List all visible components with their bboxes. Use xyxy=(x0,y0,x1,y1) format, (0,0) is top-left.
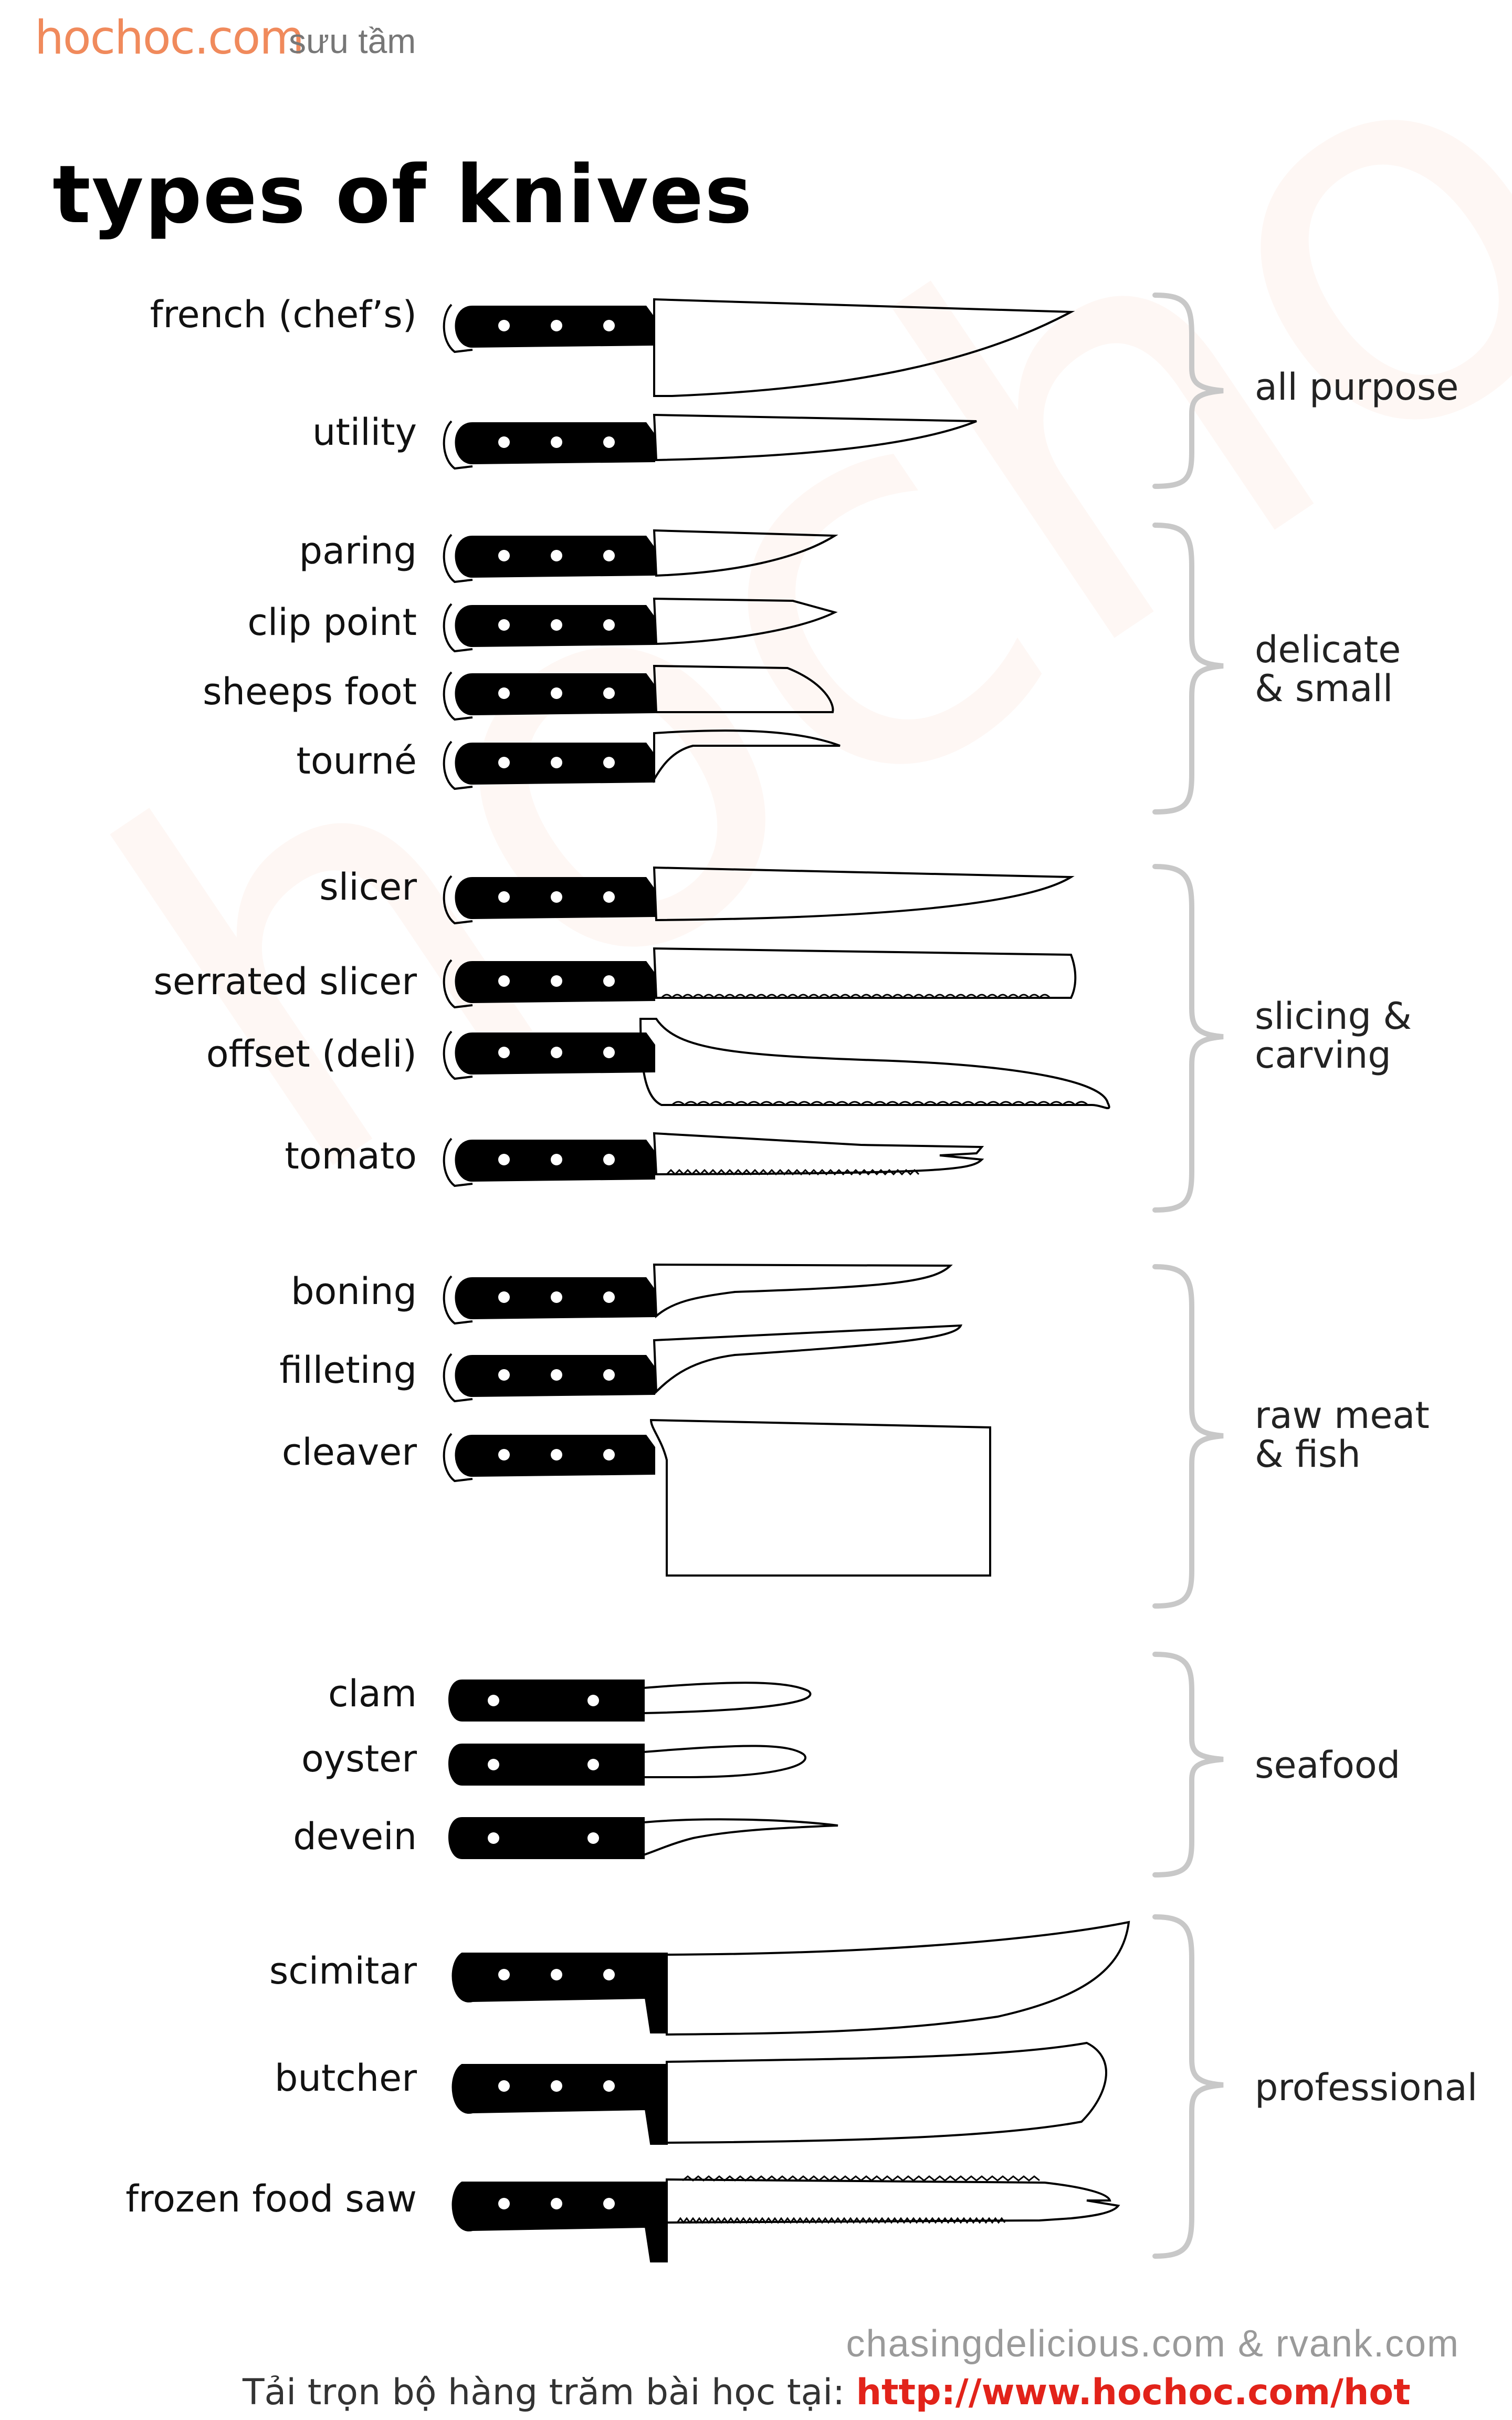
knife-handle xyxy=(443,1353,655,1403)
knife-icon xyxy=(666,2175,1120,2224)
footer-text: Tải trọn bộ hàng trăm bài học tại: http:… xyxy=(243,2372,1411,2413)
knife-handle xyxy=(443,1030,655,1080)
knife-handle xyxy=(443,671,655,721)
knife-handle xyxy=(448,1817,645,1859)
knife-label: utility xyxy=(312,411,417,454)
knife-handle xyxy=(443,875,655,925)
knife-label: serrated slicer xyxy=(153,960,417,1003)
category-label: professional xyxy=(1255,2066,1478,2109)
brace-icon xyxy=(1152,1264,1224,1609)
knife-label: devein xyxy=(293,1815,417,1858)
knife-label: butcher xyxy=(275,2057,417,2100)
knife-icon xyxy=(653,1263,953,1319)
knife-handle xyxy=(443,1138,655,1187)
knife-handle xyxy=(452,2182,668,2262)
knife-label: frozen food saw xyxy=(125,2177,417,2220)
brace-icon xyxy=(1152,293,1224,489)
knife-label: sheeps foot xyxy=(203,670,417,713)
knife-icon xyxy=(666,1921,1130,2036)
knife-icon xyxy=(643,1682,812,1715)
category-label: slicing & carving xyxy=(1255,995,1412,1077)
knife-icon xyxy=(653,597,838,645)
knife-label: offset (deli) xyxy=(206,1032,417,1076)
knife-handle xyxy=(443,304,655,353)
category-label: all purpose xyxy=(1255,366,1459,409)
knife-label: boning xyxy=(291,1270,417,1313)
knife-label: tomato xyxy=(285,1134,417,1177)
knife-label: tourné xyxy=(296,739,417,783)
credit-text: chasingdelicious.com & rvank.com xyxy=(846,2323,1460,2365)
knife-icon xyxy=(653,866,1075,922)
knife-label: clip point xyxy=(247,601,417,644)
category-label: delicate & small xyxy=(1255,628,1401,710)
knife-icon xyxy=(653,729,841,784)
knife-icon xyxy=(653,947,1077,999)
knife-handle xyxy=(452,1953,668,2033)
knife-handle xyxy=(452,2064,668,2145)
knife-label: cleaver xyxy=(281,1431,417,1474)
footer-link[interactable]: http://www.hochoc.com/hot xyxy=(856,2372,1411,2413)
knife-label: filleting xyxy=(279,1349,417,1392)
knife-label: scimitar xyxy=(269,1949,417,1993)
knife-label: paring xyxy=(299,529,417,572)
knife-icon xyxy=(649,1418,991,1577)
page-title: types of knives xyxy=(52,148,753,241)
category-label: raw meat & fish xyxy=(1255,1394,1430,1476)
brace-icon xyxy=(1152,1914,1224,2259)
knife-icon xyxy=(643,1745,807,1778)
knife-icon xyxy=(653,413,977,462)
knife-handle xyxy=(443,1275,655,1325)
category-label: seafood xyxy=(1255,1744,1401,1787)
footer-label: Tải trọn bộ hàng trăm bài học tại: xyxy=(243,2372,856,2413)
knife-label: slicer xyxy=(319,865,417,909)
brand-logo[interactable]: hochoc.com xyxy=(35,11,304,65)
knife-icon xyxy=(653,529,838,577)
knife-handle xyxy=(443,534,655,583)
brace-icon xyxy=(1152,1652,1224,1877)
knife-icon xyxy=(653,1324,963,1394)
knife-label: french (chef’s) xyxy=(150,293,417,336)
brace-icon xyxy=(1152,864,1224,1213)
brand-subtitle: sưu tầm xyxy=(289,22,416,60)
knife-handle xyxy=(443,420,655,470)
knife-icon xyxy=(639,1018,1110,1109)
knife-label: clam xyxy=(328,1672,417,1715)
knife-handle xyxy=(443,1433,655,1483)
knife-icon xyxy=(653,1132,984,1176)
knife-handle xyxy=(443,959,655,1009)
knife-icon xyxy=(643,1818,838,1856)
knife-handle xyxy=(448,1680,645,1722)
knife-handle xyxy=(443,740,655,790)
knife-handle xyxy=(443,603,655,653)
knife-icon xyxy=(653,298,1075,397)
knife-handle xyxy=(448,1744,645,1786)
knife-icon xyxy=(666,2041,1107,2144)
knife-icon xyxy=(653,664,834,713)
knife-label: oyster xyxy=(301,1737,417,1780)
brace-icon xyxy=(1152,523,1224,815)
